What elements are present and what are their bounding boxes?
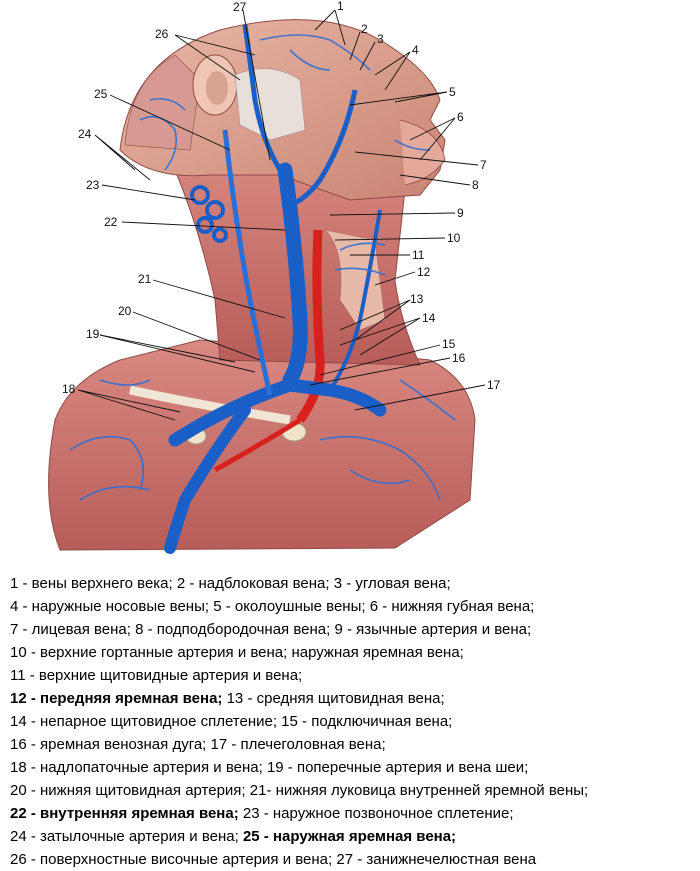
legend-line: 10 - верхние гортанные артерия и вена; н… [10, 641, 696, 664]
callout-3: 3 [377, 32, 384, 46]
legend-line: 7 - лицевая вена; 8 - подподбородочная в… [10, 618, 696, 641]
callout-5: 5 [449, 85, 456, 99]
callout-14: 14 [422, 311, 436, 325]
legend-text: 23 - наружное позвоночное сплетение; [238, 805, 514, 822]
venous-network [69, 34, 456, 501]
callout-20: 20 [118, 304, 132, 318]
legend-line: 26 - поверхностные височные артерия и ве… [10, 848, 696, 871]
legend-text: 11 - верхние щитовидные артерия и вена; [10, 667, 303, 684]
callout-7: 7 [480, 158, 487, 172]
callout-26: 26 [155, 27, 169, 41]
legend-text: 7 - лицевая вена; 8 - подподбородочная в… [10, 621, 532, 638]
legend-line: 14 - непарное щитовидное сплетение; 15 -… [10, 710, 696, 733]
legend-line: 16 - яремная венозная дуга; 17 - плечего… [10, 733, 696, 756]
callout-1: 1 [337, 0, 344, 13]
callout-17: 17 [487, 378, 501, 392]
callout-10: 10 [447, 231, 461, 245]
callout-16: 16 [452, 351, 466, 365]
callout-23: 23 [86, 178, 100, 192]
legend-text: 24 - затылочные артерия и вена; [10, 828, 239, 845]
callout-9: 9 [457, 206, 464, 220]
legend-text: 26 - поверхностные височные артерия и ве… [10, 851, 537, 868]
scalp-area [124, 54, 201, 151]
subclavian-artery [213, 417, 302, 473]
temporal-vein [242, 24, 283, 172]
callout-6: 6 [457, 110, 464, 124]
callout-18: 18 [62, 382, 76, 396]
internal-jugular-vein [277, 162, 308, 388]
callout-15: 15 [442, 337, 456, 351]
clavicle [129, 385, 291, 425]
chin [399, 119, 446, 186]
callout-13: 13 [410, 292, 424, 306]
legend-line: 20 - нижняя щитовидная артерия; 21- нижн… [10, 779, 696, 802]
ear-inner [206, 71, 228, 105]
callout-11: 11 [412, 248, 425, 262]
carotid-artery [296, 229, 325, 423]
callout-8: 8 [472, 178, 479, 192]
legend-text: 14 - непарное щитовидное сплетение; 15 -… [10, 713, 453, 730]
brachiocephalic-vein [164, 404, 251, 554]
external-jugular-vein [222, 129, 273, 396]
callout-12: 12 [417, 265, 431, 279]
callout-27: 27 [233, 0, 247, 14]
legend-text: 4 - наружные носовые вены; 5 - околоушны… [10, 598, 535, 615]
legend: 1 - вены верхнего века; 2 - надблоковая … [10, 572, 696, 871]
legend-line: 11 - верхние щитовидные артерия и вена; [10, 664, 696, 687]
anterior-jugular-vein [328, 209, 382, 392]
callout-21: 21 [138, 272, 152, 286]
legend-text: 10 - верхние гортанные артерия и вена; н… [10, 644, 464, 661]
legend-text: 18 - надлопаточные артерия и вена; 19 - … [10, 759, 529, 776]
neck-veins-figure: 1 2 3 4 5 6 7 8 9 10 11 12 13 14 15 16 1… [48, 0, 501, 554]
legend-text: 12 - передняя яремная вена; [10, 690, 223, 707]
legend-text: 13 - средняя щитовидная вена; [222, 690, 445, 707]
legend-line: 24 - затылочные артерия и вена; 25 - нар… [10, 825, 696, 848]
legend-line: 12 - передняя яремная вена; 13 - средняя… [10, 687, 696, 710]
legend-text: 16 - яремная венозная дуга; 17 - плечего… [10, 736, 386, 753]
callout-labels: 1 2 3 4 5 6 7 8 9 10 11 12 13 14 15 16 1… [62, 0, 501, 396]
legend-line: 18 - надлопаточные артерия и вена; 19 - … [10, 756, 696, 779]
callout-2: 2 [361, 22, 368, 36]
subclavian-vein [168, 378, 387, 447]
callout-25: 25 [94, 87, 108, 101]
leader-lines [77, 9, 486, 421]
anatomy-illustration: 1 2 3 4 5 6 7 8 9 10 11 12 13 14 15 16 1… [48, 0, 501, 554]
callout-24: 24 [78, 127, 92, 141]
legend-line: 22 - внутренняя яремная вена; 23 - наруж… [10, 802, 696, 825]
callout-19: 19 [86, 327, 100, 341]
legend-text: 25 - наружная яремная вена; [238, 828, 457, 845]
facial-vein [289, 89, 358, 208]
legend-line: 1 - вены верхнего века; 2 - надблоковая … [10, 572, 696, 595]
legend-text: 22 - внутренняя яремная вена; [10, 805, 239, 822]
legend-text: 1 - вены верхнего века; 2 - надблоковая … [10, 575, 451, 592]
vertebral-plexus [190, 185, 228, 243]
callout-22: 22 [104, 215, 118, 229]
callout-4: 4 [412, 43, 419, 57]
legend-line: 4 - наружные носовые вены; 5 - околоушны… [10, 595, 696, 618]
legend-text: 20 - нижняя щитовидная артерия; 21- нижн… [10, 782, 589, 799]
